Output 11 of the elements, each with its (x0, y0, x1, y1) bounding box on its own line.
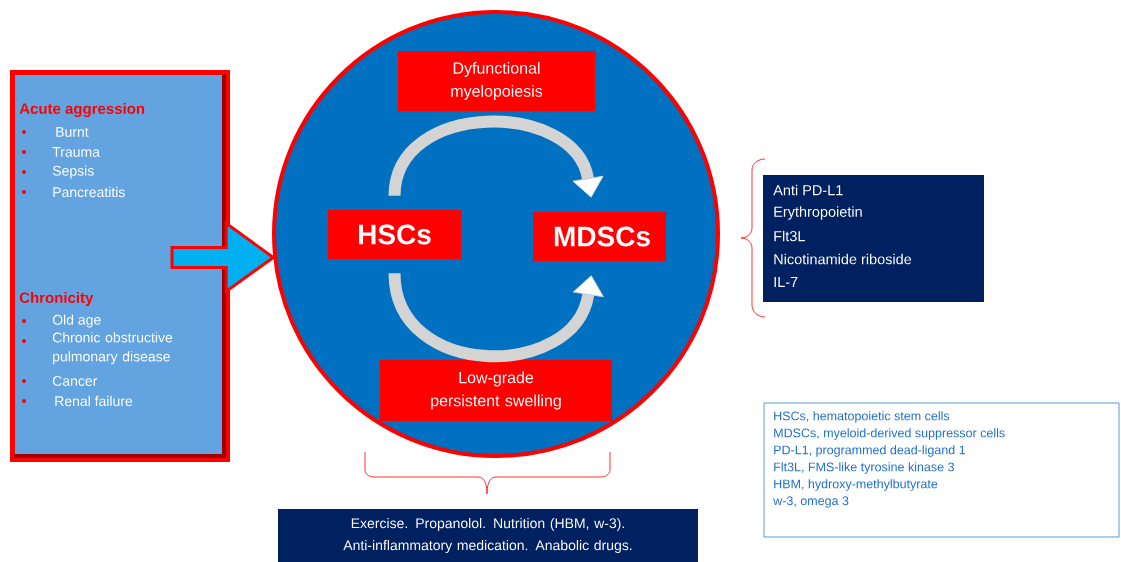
text-box: Exercise. Propanolol. Nutrition (HBM, w-3). Anti-inflammatory medication. Anabolic drugs. (278, 509, 698, 562)
curved-arrow (388, 115, 604, 198)
label-box: MDSCs (533, 212, 666, 261)
curved-arrow (388, 272, 604, 362)
list-box: Anti PD-L1 Erythropoietin Flt3L Nicotinamide riboside IL-7 (763, 175, 984, 302)
label-box: Dyfunctional myelopoiesis (398, 51, 595, 111)
block-arrow (170, 220, 276, 295)
label-box: HSCs (328, 210, 461, 259)
abbreviation-box: HSCs, hematopoietic stem cells MDSCs, myeloid-derived suppressor cells PD-L1, programmed dead-ligand 1 Flt3L, FMS-like tyrosine kinase 3 HBM, hydroxy-methylbutyrate w-3, omega 3 (763, 402, 1120, 538)
label-box: Low-grade persistent swelling (380, 360, 612, 421)
text-panel: Acute aggression Burnt Trauma Sepsis Pancreatitis Chronicity Old age Chronic obstructive pulmonary disease Cancer Renal failure (10, 70, 230, 462)
